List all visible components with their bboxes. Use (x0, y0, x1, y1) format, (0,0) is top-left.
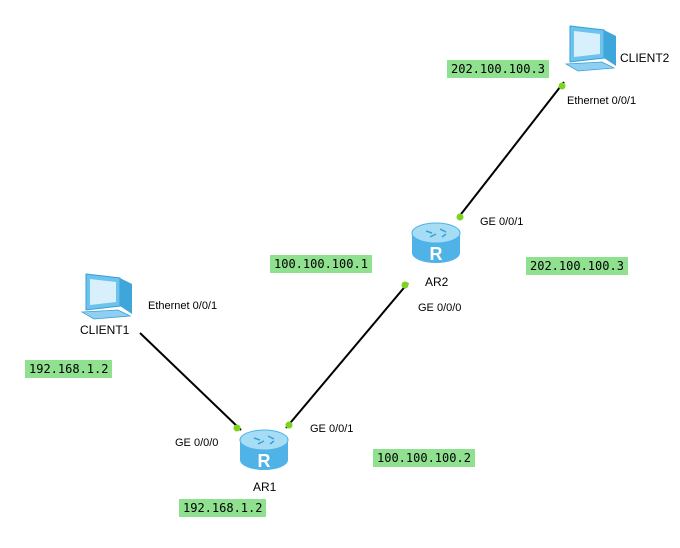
link-ar2-client2 (457, 81, 565, 219)
ip-label-client1: 192.168.1.2 (25, 360, 113, 378)
port-label-client2-eth: Ethernet 0/0/1 (567, 95, 637, 107)
port-dot-ar1-ge000 (233, 424, 241, 432)
ip-label-ar2-lan: 202.100.100.3 (526, 257, 628, 275)
port-label-client1-eth: Ethernet 0/0/1 (148, 300, 218, 312)
port-dot-client2-eth (558, 82, 566, 90)
port-label-ar1-ge000: GE 0/0/0 (175, 437, 219, 449)
router-icon-ar1[interactable]: R (239, 429, 289, 471)
port-label-ar2-ge000: GE 0/0/0 (418, 302, 462, 314)
device-label-ar2: AR2 (425, 275, 449, 289)
pc-icon-client2[interactable] (564, 25, 616, 72)
router-icon-ar2[interactable]: R (411, 222, 461, 264)
device-label-client1: CLIENT1 (80, 323, 130, 337)
pc-icon-client1[interactable] (80, 273, 132, 320)
device-label-client2: CLIENT2 (620, 51, 670, 65)
link-client1-ar1 (139, 332, 242, 431)
port-dot-ar2-ge000 (401, 281, 409, 289)
port-label-ar1-ge001: GE 0/0/1 (310, 423, 354, 435)
port-dot-ar1-ge001 (285, 421, 293, 429)
ip-label-ar1-wan: 100.100.100.2 (373, 449, 475, 467)
router-glyph-ar2: R (430, 244, 443, 264)
device-label-ar1: AR1 (253, 480, 277, 494)
ip-label-client2: 202.100.100.3 (447, 60, 549, 78)
ip-label-ar2-wan: 100.100.100.1 (270, 255, 372, 273)
link-ar1-ar2 (285, 282, 409, 429)
port-label-ar2-ge001: GE 0/0/1 (480, 216, 524, 228)
ip-label-ar1-lan: 192.168.1.2 (179, 499, 267, 517)
port-dot-ar2-ge001 (456, 213, 464, 221)
router-glyph-ar1: R (258, 451, 271, 471)
